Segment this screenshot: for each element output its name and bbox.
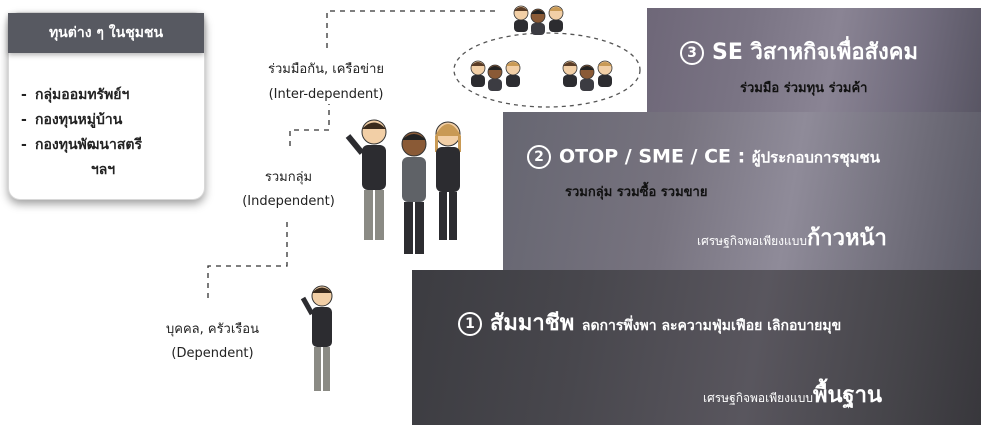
capital-item-label: กองทุนหมู่บ้าน	[35, 112, 123, 128]
step-2-title: 2 OTOP / SME / CE : ผู้ประกอบการชุมชน	[527, 145, 880, 170]
level-interdependent-en: (Inter-dependent)	[268, 87, 384, 102]
step-1-title-text: สัมมาชีพ	[490, 311, 575, 336]
step-2-economy: เศรษฐกิจพอเพียงแบบก้าวหน้า	[697, 220, 887, 255]
level-interdependent-thai: ร่วมมือกัน, เครือข่าย	[268, 62, 384, 77]
capital-item-label: กลุ่มออมทรัพย์ฯ	[35, 87, 130, 103]
group-people-icon	[345, 119, 461, 254]
capital-item-continued: ฯลฯ	[21, 158, 171, 183]
capital-item: -กลุ่มออมทรัพย์ฯ	[21, 83, 171, 108]
level-independent-thai: รวมกลุ่ม	[264, 170, 313, 185]
step-1-economy-level: พื้นฐาน	[812, 383, 883, 408]
capital-list: -กลุ่มออมทรัพย์ฯ -กองทุนหมู่บ้าน -กองทุน…	[21, 83, 171, 183]
step-2-title-text: OTOP / SME / CE :	[559, 145, 746, 168]
step-1-block	[412, 270, 981, 425]
level-dependent-thai: บุคคล, ครัวเรือน	[166, 322, 259, 337]
step-1-title-small: ลดการพึ่งพา ละความฟุ่มเฟือย เลิกอบายมุข	[581, 318, 842, 334]
list-dash: -	[21, 87, 27, 103]
step-1-economy-prefix: เศรษฐกิจพอเพียงแบบ	[703, 391, 813, 405]
step-2-economy-level: ก้าวหน้า	[806, 226, 887, 251]
step-1-economy: เศรษฐกิจพอเพียงแบบพื้นฐาน	[703, 377, 882, 412]
list-dash: -	[21, 137, 27, 153]
step-1-number: 1	[458, 312, 482, 336]
step-2-title-small: ผู้ประกอบการชุมชน	[751, 148, 880, 167]
dashed-staircase	[207, 10, 499, 298]
step-1-title: 1 สัมมาชีพ ลดการพึ่งพา ละความฟุ่มเฟือย เล…	[458, 305, 841, 340]
level-independent-en: (Independent)	[242, 194, 335, 209]
card-title: ทุนต่าง ๆ ในชุมชน	[8, 13, 204, 53]
capital-item-etc: ฯลฯ	[90, 162, 116, 178]
level-independent-label: รวมกลุ่ม (Independent)	[221, 166, 356, 214]
level-interdependent-label: ร่วมมือกัน, เครือข่าย (Inter-dependent)	[246, 57, 406, 107]
single-person-icon	[300, 285, 333, 391]
network-ellipse	[453, 32, 641, 108]
capital-item: -กองทุนพัฒนาสตรี	[21, 133, 171, 158]
step-2-economy-prefix: เศรษฐกิจพอเพียงแบบ	[697, 234, 807, 248]
step-3-number: 3	[680, 41, 704, 65]
step-2-subtitle: รวมกลุ่ม รวมซื้อ รวมขาย	[565, 185, 708, 200]
step-3-title: 3 SE วิสาหกิจเพื่อสังคม	[680, 34, 918, 69]
step-3-subtitle: ร่วมมือ ร่วมทุน ร่วมค้า	[740, 81, 868, 96]
step-2-number: 2	[527, 145, 551, 169]
level-dependent-en: (Dependent)	[171, 346, 254, 361]
step-3-block	[647, 8, 981, 119]
capital-item-label: กองทุนพัฒนาสตรี	[35, 137, 142, 153]
list-dash: -	[21, 112, 27, 128]
capital-item: -กองทุนหมู่บ้าน	[21, 108, 171, 133]
step-3-title-text: SE วิสาหกิจเพื่อสังคม	[712, 40, 919, 65]
level-dependent-label: บุคคล, ครัวเรือน (Dependent)	[145, 318, 280, 366]
step-2-block	[503, 112, 981, 271]
network-people-icon	[470, 5, 613, 91]
